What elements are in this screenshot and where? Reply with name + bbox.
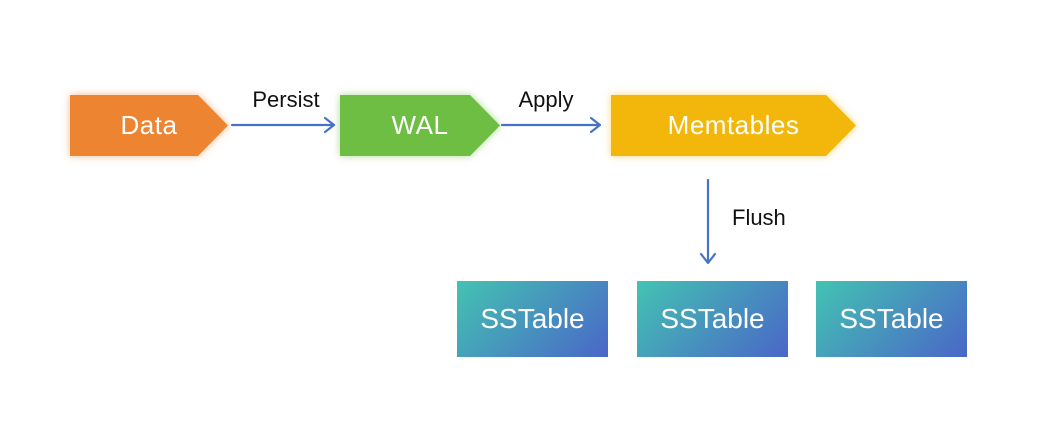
node-data-label: Data (120, 110, 178, 140)
persist-edge-label: Persist (252, 87, 320, 112)
node-wal-shape: WAL (340, 95, 500, 156)
apply-edge-label: Apply (518, 87, 574, 112)
node-memtables: Memtables (611, 95, 856, 156)
sstable-box: SSTable (637, 281, 788, 357)
node-wal-label: WAL (391, 110, 449, 140)
sstable-box: SSTable (816, 281, 967, 357)
flush-edge-label: Flush (732, 205, 786, 230)
sstable-label: SSTable (480, 303, 585, 334)
sstable-label: SSTable (660, 303, 765, 334)
flush-arrow-icon (699, 178, 717, 265)
persist-arrow-icon (230, 116, 336, 134)
node-memtables-shape: Memtables (611, 95, 856, 156)
sstable-label: SSTable (839, 303, 944, 334)
node-wal: WAL (340, 95, 500, 156)
node-data: Data (70, 95, 228, 156)
node-memtables-label: Memtables (667, 110, 800, 140)
node-data-shape: Data (70, 95, 228, 156)
sstable-box: SSTable (457, 281, 608, 357)
apply-arrow-icon (500, 116, 602, 134)
